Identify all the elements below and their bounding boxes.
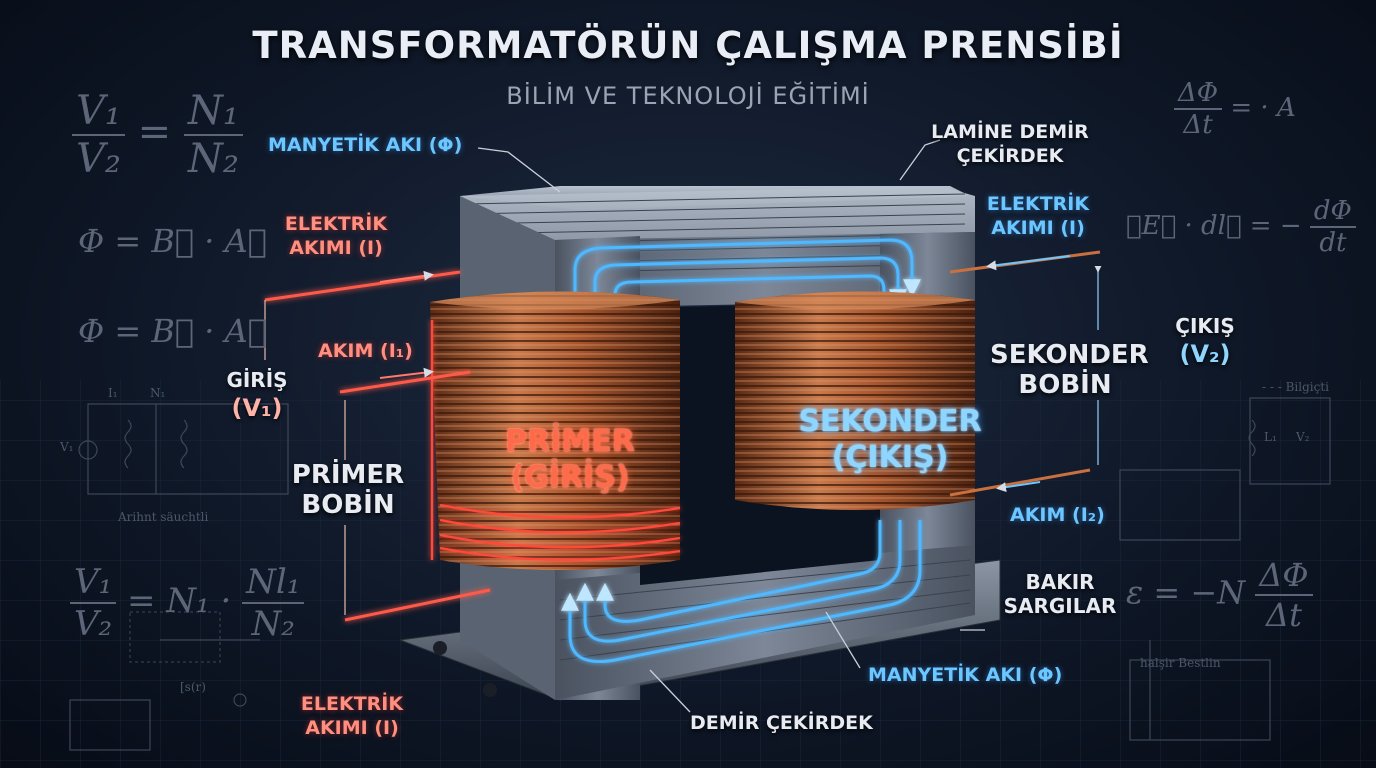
label-input: GİRİŞ (V₁) (226, 368, 288, 422)
circuit-v1: V₁ (60, 440, 74, 454)
circuit-i1: I₁ (108, 386, 118, 400)
page-title: TRANSFORMATÖRÜN ÇALIŞMA PRENSİBİ (252, 24, 1124, 67)
current-arrows-left (379, 270, 434, 379)
circuit-n1: N₁ (150, 386, 166, 400)
input-bracket (264, 300, 346, 615)
magnetic-flux-paths (561, 238, 922, 664)
label-current-i1: AKIM (I₁) (318, 340, 413, 362)
circuit-sketch-right (1119, 397, 1331, 741)
current-arrows-right (986, 255, 1071, 493)
page-subtitle: BİLİM VE TEKNOLOJİ EĞİTİMİ (506, 82, 870, 110)
callout-lines (477, 139, 985, 713)
formula-flux-1: Φ = B⃗ · A⃗ (78, 222, 267, 260)
label-iron-core: DEMİR ÇEKİRDEK (690, 712, 873, 734)
circuit-caption-left: Arihnt säuchtli (118, 510, 209, 524)
label-output: ÇIKIŞ (V₂) (1175, 314, 1235, 368)
circuit-caption-right: - - - Bilgiçti (1262, 380, 1330, 394)
formula-flux-2: Φ = B⃗ · A⃗ (78, 312, 267, 350)
primary-coil (430, 291, 680, 570)
label-secondary-overlay: SEKONDER(ÇIKIŞ) (798, 404, 982, 475)
circuit-v2: V₂ (1296, 430, 1310, 444)
circuit-caption-bottom-left: [s(r) (180, 680, 206, 694)
label-primary-overlay: PRİMER(GİRİŞ) (505, 424, 635, 495)
circuit-sketch-bottom-left (69, 639, 260, 751)
circuit-sketch-left (78, 403, 289, 495)
label-flux-bottom: MANYETİK AKI (Φ) (868, 664, 1063, 686)
circuit-l1: L₁ (1264, 430, 1277, 444)
primary-current-glow (430, 320, 681, 561)
secondary-coil (735, 291, 975, 510)
label-current-i2: AKIM (I₂) (1010, 504, 1105, 526)
label-flux-top: MANYETİK AKI (Φ) (268, 134, 463, 156)
circuit-caption-bottom-right: halşir Bestlin (1140, 656, 1221, 670)
